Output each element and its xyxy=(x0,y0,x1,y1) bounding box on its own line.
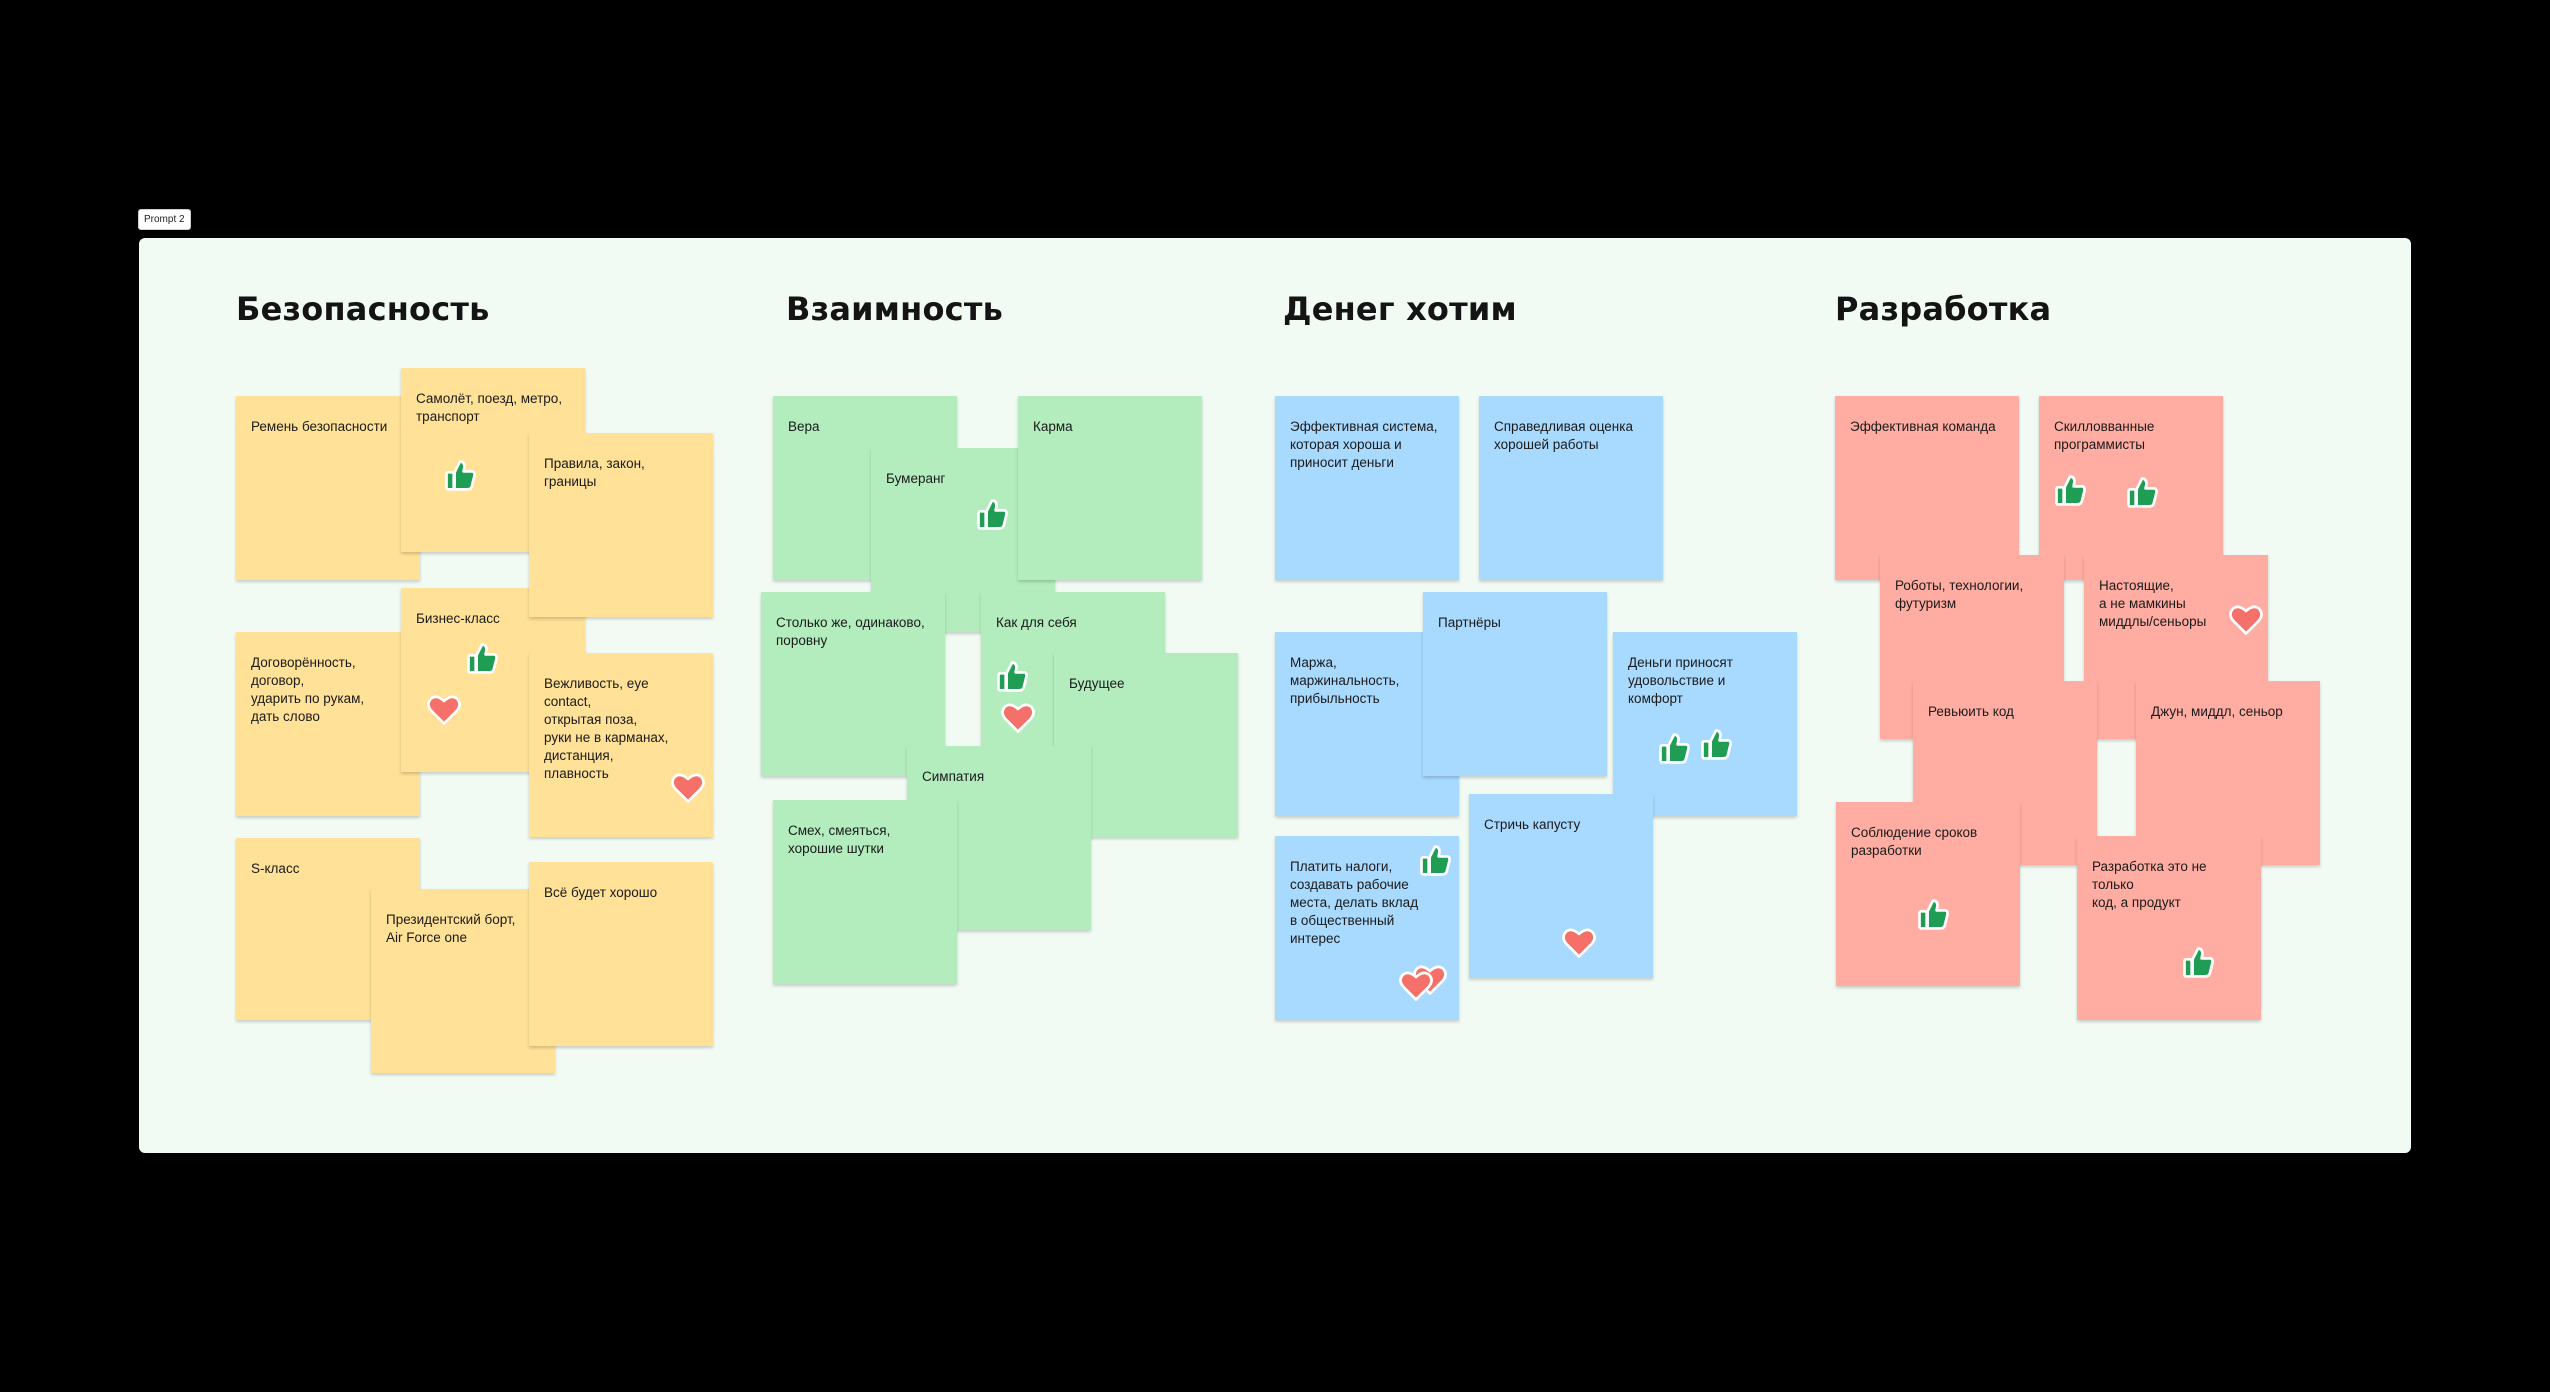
thumbs-up-icon[interactable] xyxy=(974,496,1010,532)
sticky-note[interactable]: Ремень безопасности xyxy=(236,396,420,580)
sticky-note[interactable]: Карма xyxy=(1018,396,1202,580)
sticky-note[interactable]: Всё будет хорошо xyxy=(529,862,713,1046)
sticky-note[interactable]: Джун, миддл, сеньор xyxy=(2136,681,2320,865)
frame-label[interactable]: Prompt 2 xyxy=(138,209,191,230)
heart-icon[interactable] xyxy=(670,770,706,806)
thumbs-up-icon[interactable] xyxy=(2052,472,2088,508)
sticky-note[interactable]: Смех, смеяться, хорошие шутки xyxy=(773,800,957,984)
sticky-note[interactable]: Эффективная команда xyxy=(1835,396,2019,580)
sticky-note[interactable]: Соблюдение сроков разработки xyxy=(1836,802,2020,986)
thumbs-up-icon[interactable] xyxy=(994,658,1030,694)
heart-icon[interactable] xyxy=(1000,700,1036,736)
sticky-note[interactable]: Разработка это не только код, а продукт xyxy=(2077,836,2261,1020)
sticky-note[interactable]: Эффективная система, которая хороша и пр… xyxy=(1275,396,1459,580)
thumbs-up-icon[interactable] xyxy=(2180,944,2216,980)
thumbs-up-icon[interactable] xyxy=(442,457,478,493)
thumbs-up-icon[interactable] xyxy=(1656,730,1692,766)
sticky-note[interactable]: Договорённость, договор, ударить по рука… xyxy=(236,632,420,816)
thumbs-up-icon[interactable] xyxy=(1698,726,1734,762)
thumbs-up-icon[interactable] xyxy=(1915,896,1951,932)
heart-icon[interactable] xyxy=(1398,968,1434,1004)
sticky-note[interactable]: Столько же, одинаково, поровну xyxy=(761,592,945,776)
heart-icon[interactable] xyxy=(426,692,462,728)
column-title-development[interactable]: Разработка xyxy=(1835,290,2052,328)
sticky-note[interactable]: Президентский борт, Air Force one xyxy=(371,889,555,1073)
thumbs-up-icon[interactable] xyxy=(2124,474,2160,510)
column-title-money[interactable]: Денег хотим xyxy=(1283,290,1517,328)
sticky-note[interactable]: Справедливая оценка хорошей работы xyxy=(1479,396,1663,580)
thumbs-up-icon[interactable] xyxy=(464,640,500,676)
sticky-note[interactable]: Вежливость, eye contact, открытая поза, … xyxy=(529,653,713,837)
heart-icon[interactable] xyxy=(2228,602,2264,638)
heart-icon[interactable] xyxy=(1561,925,1597,961)
sticky-note[interactable]: Стричь капусту xyxy=(1469,794,1653,978)
thumbs-up-icon[interactable] xyxy=(1417,842,1453,878)
sticky-note[interactable]: Деньги приносят удовольствие и комфорт xyxy=(1613,632,1797,816)
column-title-safety[interactable]: Безопасность xyxy=(236,290,490,328)
sticky-note[interactable]: Правила, закон, границы xyxy=(529,433,713,617)
sticky-note[interactable]: Партнёры xyxy=(1423,592,1607,776)
column-title-reciprocity[interactable]: Взаимность xyxy=(786,290,1003,328)
